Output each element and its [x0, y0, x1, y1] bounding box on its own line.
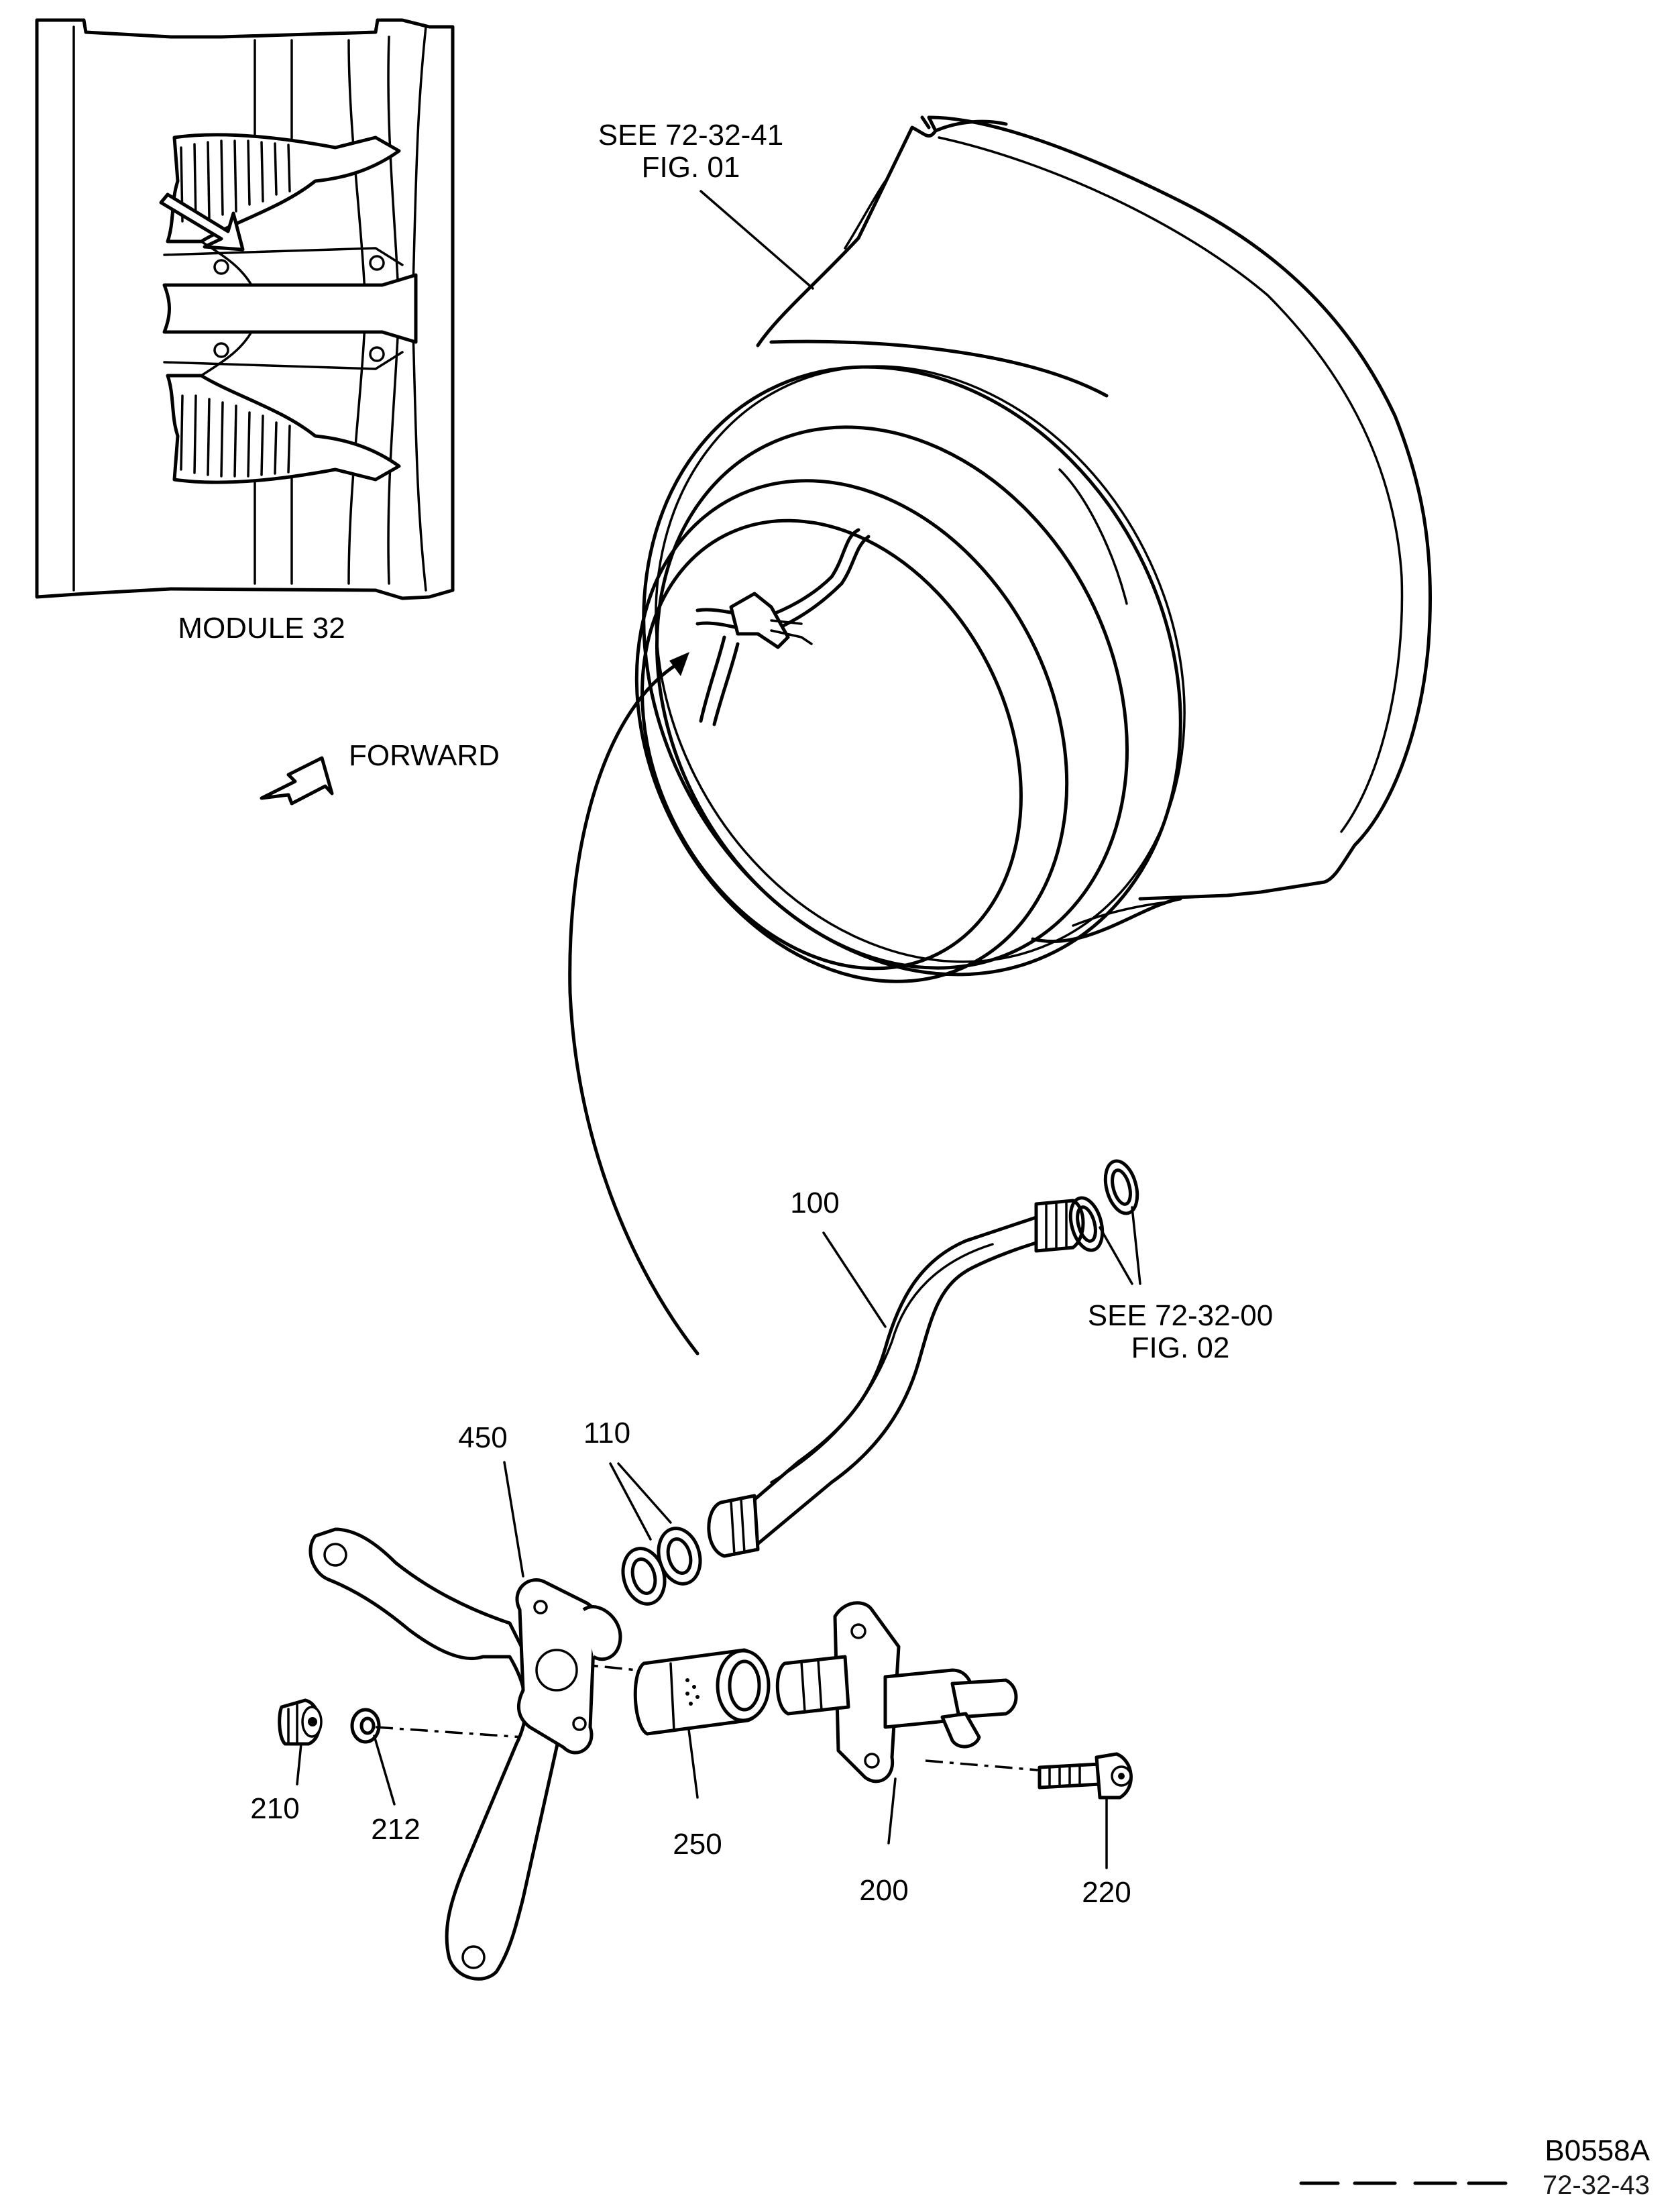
page-number: 72-32-43 [1542, 2170, 1650, 2200]
part-110-seals [621, 1527, 702, 1606]
callout-110: 110 [583, 1417, 631, 1449]
ref-seals-line1: SEE 72-32-00 [1087, 1299, 1274, 1332]
module-inset [35, 18, 455, 600]
part-220-bolt [1038, 1752, 1133, 1800]
tube-end-seals [1068, 1159, 1139, 1252]
ref-case-line1: SEE 72-32-41 [598, 119, 784, 152]
ref-seals-line2: FIG. 02 [1131, 1331, 1230, 1364]
ref-case-line2: FIG. 01 [641, 151, 740, 184]
inset-title: MODULE 32 [178, 612, 345, 645]
callout-250: 250 [673, 1828, 722, 1861]
forward-label: FORWARD [349, 739, 500, 772]
callout-200: 200 [859, 1874, 909, 1907]
part-100-tube [707, 1199, 1085, 1558]
part-210-nut [278, 1698, 323, 1746]
forward-arrow-icon [260, 756, 334, 806]
part-250-sleeve [633, 1648, 771, 1736]
part-450-bracket [309, 1527, 622, 1981]
callout-210: 210 [250, 1792, 300, 1825]
part-212-washer [350, 1708, 381, 1744]
callout-100: 100 [790, 1187, 840, 1219]
exhaust-case [634, 115, 1433, 983]
drawing-number: B0558A [1545, 2134, 1650, 2167]
part-200-fitting [775, 1601, 1018, 1783]
callout-220: 220 [1082, 1876, 1131, 1909]
callout-212: 212 [371, 1813, 421, 1846]
callout-450: 450 [458, 1421, 508, 1454]
